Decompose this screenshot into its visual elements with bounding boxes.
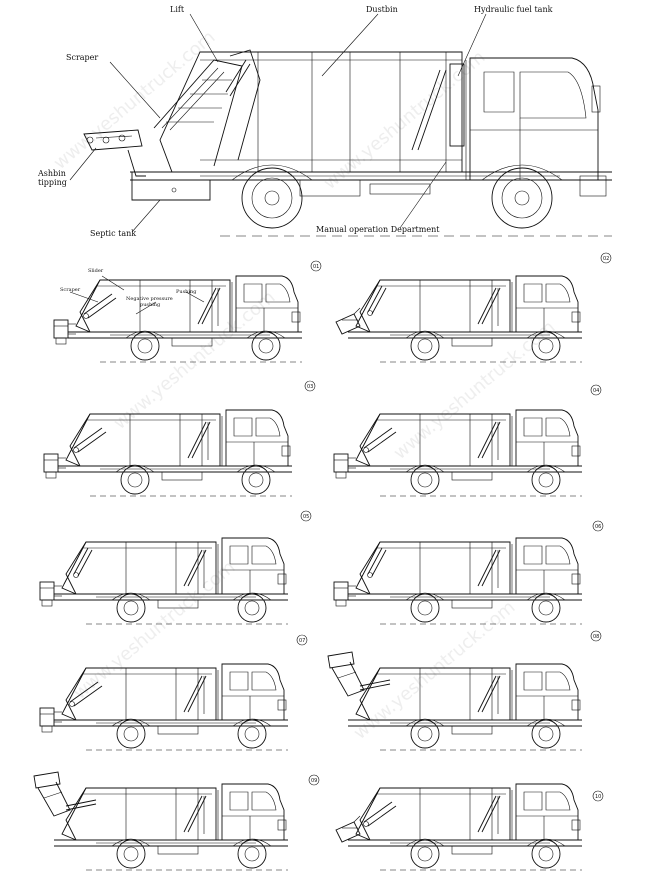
step-panel-09 — [33, 771, 289, 871]
label-tipping: tipping — [38, 178, 67, 187]
step-number-06: 06 — [595, 524, 601, 530]
step-panel-01 — [53, 275, 303, 363]
step-number-02: 02 — [603, 256, 609, 262]
watermark: www.yeshuntruck.com — [70, 557, 240, 704]
label-lift: Lift — [170, 5, 185, 14]
main-labels: Lift Dustbin Hydraulic fuel tank Scraper… — [37, 5, 553, 238]
step-number-07: 07 — [299, 638, 305, 644]
step-panel-04 — [333, 409, 583, 497]
step-badges: 01 02 03 04 05 06 07 08 09 10 — [296, 252, 612, 802]
watermark: www.yeshuntruck.com — [110, 287, 280, 434]
step-number-10: 10 — [595, 794, 601, 800]
label-scraper: Scraper — [66, 53, 98, 62]
label-slider: Slider — [88, 268, 104, 274]
step-number-08: 08 — [593, 634, 599, 640]
step-number-01: 01 — [313, 264, 319, 270]
step-number-05: 05 — [303, 514, 309, 520]
watermark-layer: www.yeshuntruck.com www.yeshuntruck.com … — [50, 27, 560, 744]
panel1-labels: Slider Scraper Pushing Negative pressure… — [60, 268, 197, 308]
step-panel-07 — [39, 663, 289, 751]
label-pushing: Pushing — [176, 289, 197, 295]
label-manual-operation: Manual operation Department — [316, 225, 440, 234]
step-number-09: 09 — [311, 778, 317, 784]
step-panel-06 — [333, 537, 583, 625]
label-dustbin: Dustbin — [366, 5, 398, 14]
label-scraper-small: Scraper — [60, 287, 81, 293]
label-negative-pressure: Negative pressure — [126, 296, 173, 302]
step-panel-10 — [335, 783, 583, 871]
step-number-03: 03 — [307, 384, 313, 390]
label-hydraulic-fuel-tank: Hydraulic fuel tank — [474, 5, 553, 14]
step-panel-03 — [43, 409, 293, 497]
main-truck-drawing — [69, 13, 612, 237]
label-ashbin: Ashbin — [37, 169, 66, 178]
label-negative-pressure-pushing: pushing — [140, 302, 161, 308]
label-septic-tank: Septic tank — [90, 229, 136, 238]
watermark: www.yeshuntruck.com — [50, 27, 220, 174]
step-number-04: 04 — [593, 388, 599, 394]
